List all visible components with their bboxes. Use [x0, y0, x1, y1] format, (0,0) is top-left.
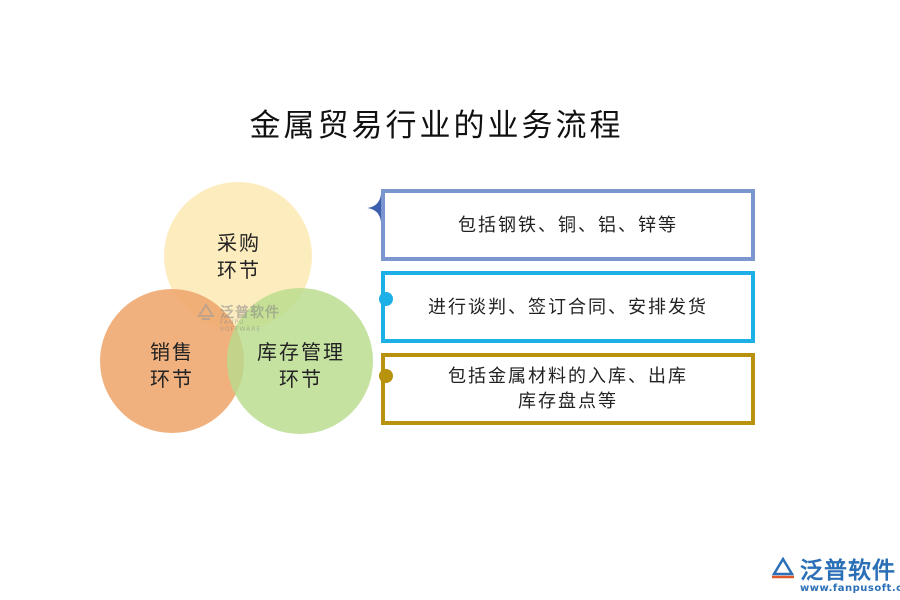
circle-sales: [100, 289, 244, 433]
watermark-logo-icon: [197, 303, 215, 320]
purchase-label: 采购 环节: [169, 230, 309, 284]
circle-inventory: [227, 288, 373, 434]
watermark: 泛普软件 FANPU SOFTWARE: [196, 302, 280, 333]
purchase-label-line2: 环节: [217, 258, 261, 282]
box-inventory: 包括金属材料的入库、出库 库存盘点等: [381, 353, 755, 425]
diagram-title: 金属贸易行业的业务流程: [249, 108, 624, 144]
purchase-label-line1: 采购: [217, 231, 261, 255]
brand-logo-icon: [771, 556, 795, 579]
box-negotiation: 进行谈判、签订合同、安排发货: [381, 271, 755, 343]
box-negotiation-bullet-icon: [379, 292, 393, 306]
box-negotiation-text: 进行谈判、签订合同、安排发货: [428, 296, 708, 318]
brand-name: 泛普软件: [800, 558, 896, 584]
watermark-subtext: FANPU SOFTWARE: [220, 319, 262, 333]
inventory-label: 库存管理 环节: [231, 339, 371, 393]
brand-url: www.fanpusoft.com: [800, 583, 900, 594]
box-materials-text: 包括钢铁、铜、铝、锌等: [458, 214, 678, 236]
box-materials: 包括钢铁、铜、铝、锌等: [381, 189, 755, 261]
sales-label-line1: 销售: [150, 340, 194, 364]
box-inventory-text: 包括金属材料的入库、出库 库存盘点等: [448, 366, 688, 412]
box-inventory-bullet-icon: [379, 369, 393, 383]
inventory-label-line1: 库存管理: [257, 340, 345, 364]
sales-label: 销售 环节: [102, 339, 242, 393]
sales-label-line2: 环节: [150, 367, 194, 391]
brand-logo: 泛普软件 www.fanpusoft.com: [770, 551, 900, 594]
inventory-label-line2: 环节: [279, 367, 323, 391]
watermark-text: 泛普软件: [220, 305, 280, 321]
